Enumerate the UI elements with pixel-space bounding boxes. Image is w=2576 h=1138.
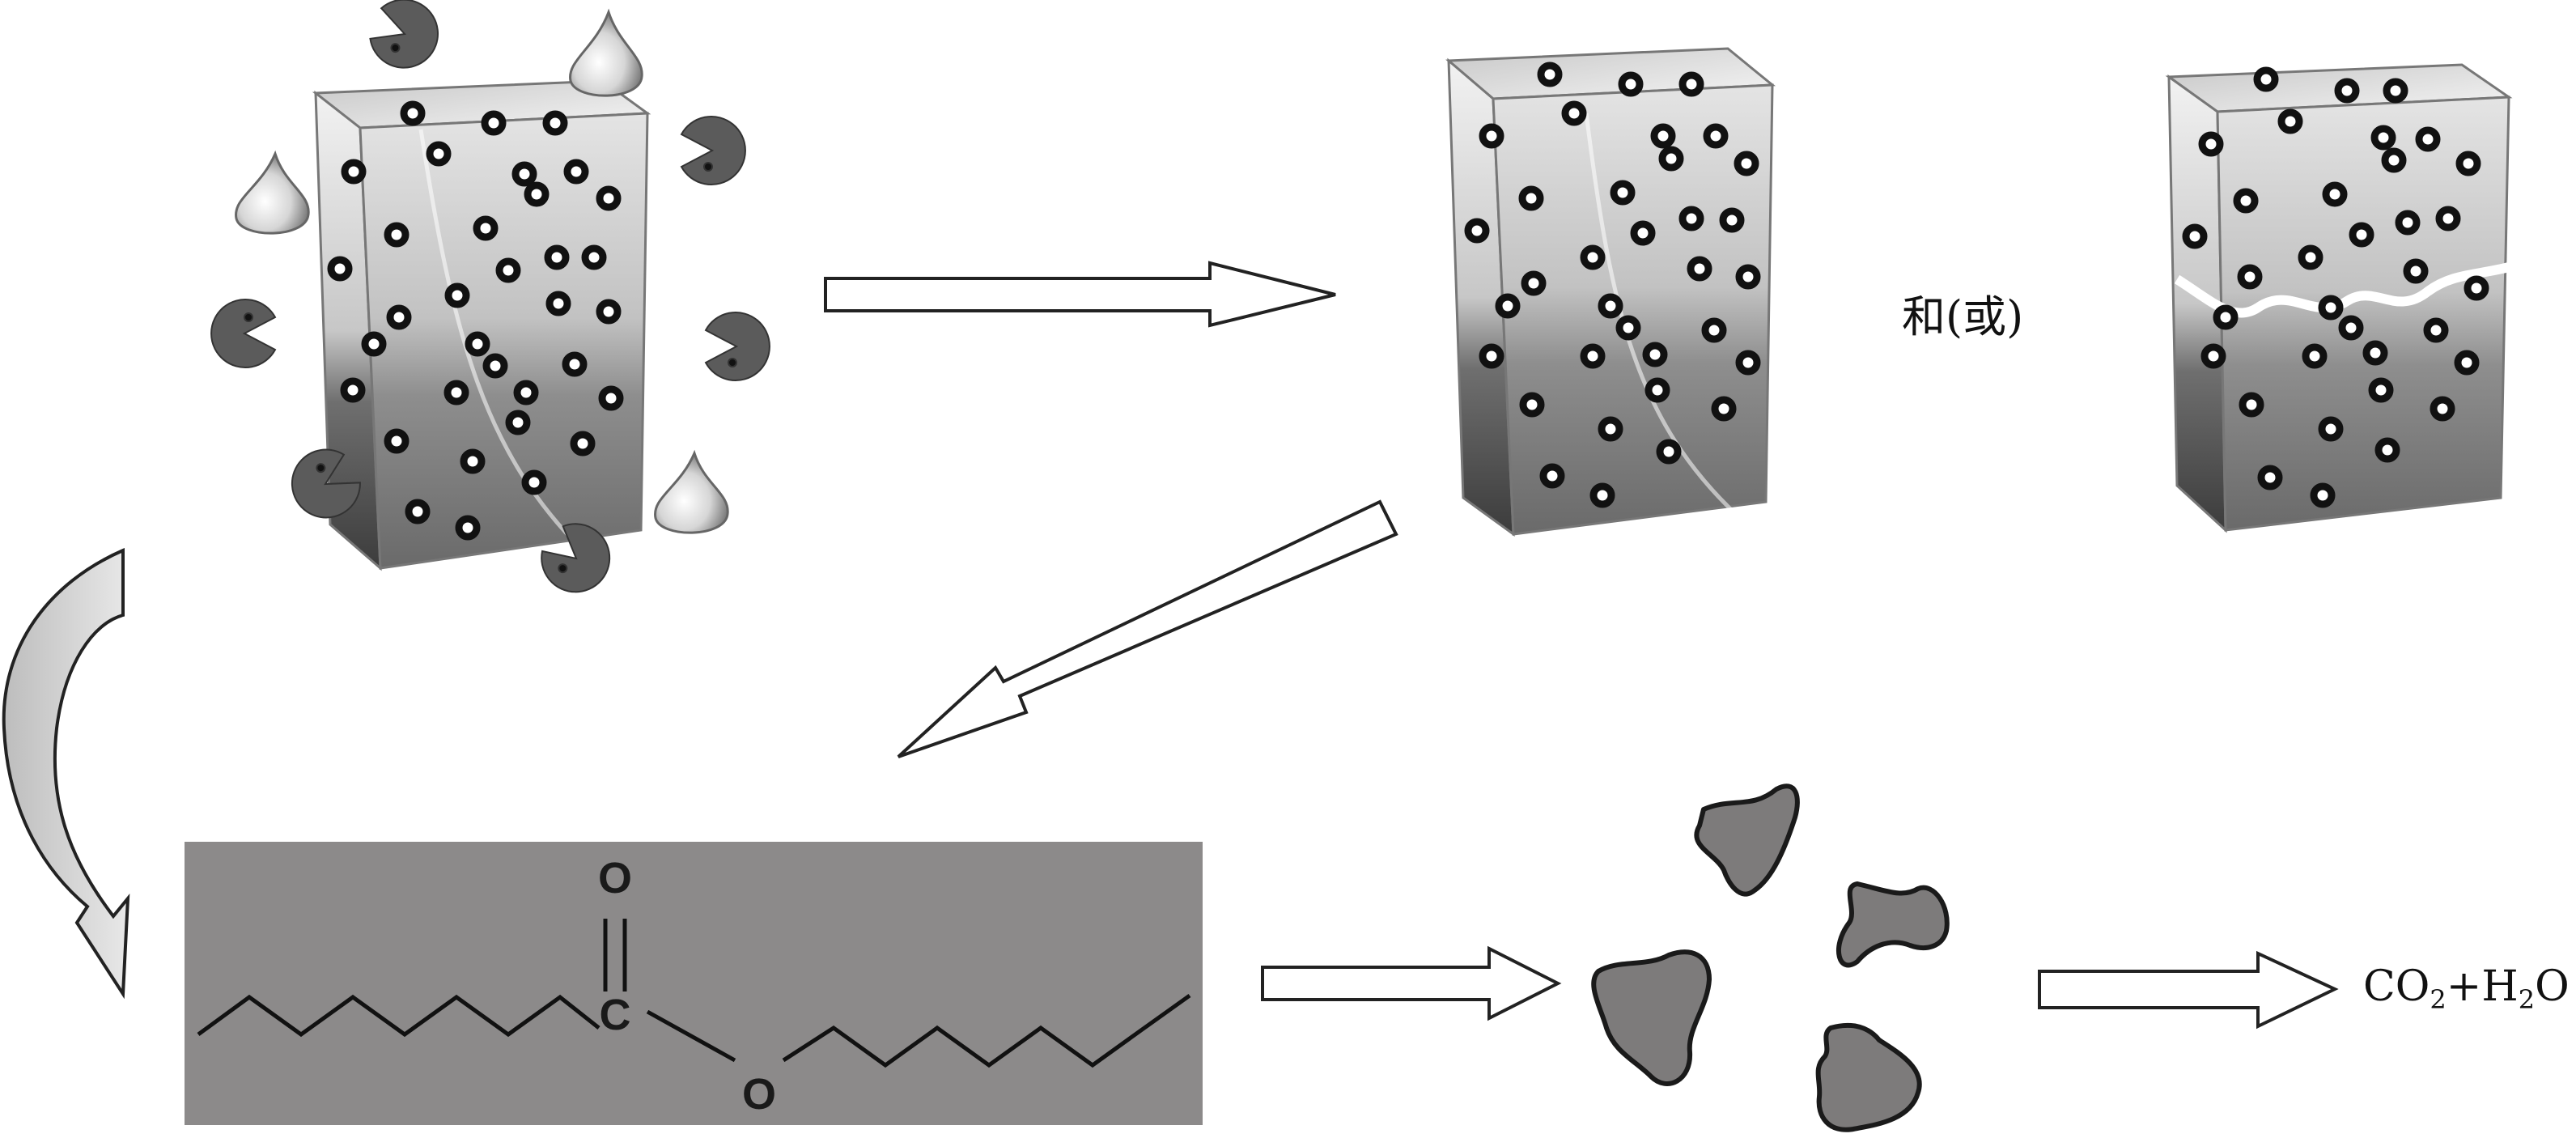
enzyme-icon	[541, 523, 611, 593]
water-drop-icon	[569, 8, 643, 97]
carbonyl-oxygen-label: O	[598, 854, 632, 902]
product-co-subscript: 2	[2430, 984, 2447, 1015]
enzyme-icons	[210, 0, 770, 593]
enzyme-icon	[210, 299, 277, 368]
arrow-right-2	[1261, 945, 1562, 1021]
or-label: 和(或)	[1902, 291, 2024, 342]
water-drop-icon	[654, 449, 729, 534]
fragment	[1694, 783, 1800, 897]
polymer-chain-band	[185, 842, 1203, 1125]
product-h-subscript: 2	[2518, 984, 2536, 1015]
product-co: CO	[2363, 962, 2430, 1011]
arrow-curved-down	[2, 547, 130, 1000]
enzyme-icon	[680, 116, 746, 185]
product-plus-h: +H	[2446, 962, 2519, 1011]
water-drop-icons	[235, 8, 729, 534]
carbon-label: C	[600, 991, 631, 1039]
fragment	[1815, 1022, 1922, 1132]
product-o: O	[2535, 962, 2570, 1011]
arrow-right-3	[2038, 950, 2339, 1030]
fragment	[1836, 881, 1950, 968]
ester-structure: O C O	[197, 854, 1191, 1119]
polymer-fragments	[1591, 783, 1950, 1132]
polymer-block-eroded	[1445, 47, 1776, 537]
product-label: CO2+H2O	[2363, 966, 2570, 1013]
polymer-block-fractured	[2165, 63, 2513, 533]
polymer-block-intact	[312, 79, 651, 571]
enzyme-icon	[704, 312, 770, 381]
arrow-down-left	[897, 499, 1398, 758]
enzyme-icon	[291, 448, 361, 519]
arrow-right-1	[824, 261, 1336, 328]
enzyme-icon	[369, 0, 439, 69]
water-drop-icon	[235, 150, 310, 235]
fragment	[1591, 949, 1712, 1086]
ester-oxygen-label: O	[742, 1070, 776, 1119]
